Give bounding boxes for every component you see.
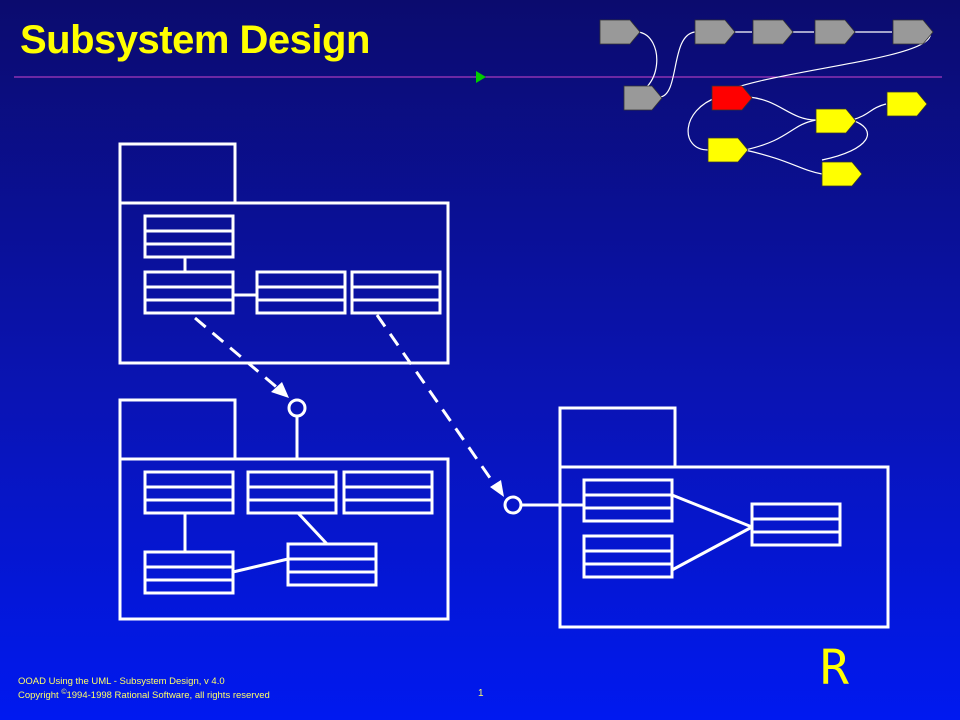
roadmap-node xyxy=(707,137,749,163)
rational-logo: R xyxy=(820,640,849,696)
class-box xyxy=(246,470,338,515)
package-right xyxy=(558,406,890,629)
roadmap-nodes xyxy=(599,19,934,187)
roadmap-node xyxy=(752,19,794,45)
roadmap-node xyxy=(815,108,857,134)
roadmap-node xyxy=(886,91,928,117)
arrowhead-icon xyxy=(271,382,289,398)
class-box xyxy=(342,470,434,515)
roadmap xyxy=(623,31,931,175)
association xyxy=(296,511,329,546)
class-box xyxy=(350,270,442,315)
association xyxy=(671,525,753,572)
interface-lollipop-left xyxy=(287,398,307,459)
package-bottom-left xyxy=(118,398,450,621)
package-right-classes xyxy=(582,478,842,579)
copyright-text: 1994-1998 Rational Software, all rights … xyxy=(66,690,270,702)
class-box xyxy=(750,502,842,547)
page-number: 1 xyxy=(478,688,484,699)
package-bottom-left-classes xyxy=(143,470,434,595)
class-box xyxy=(143,270,235,315)
class-box xyxy=(143,214,235,259)
roadmap-node xyxy=(814,19,856,45)
roadmap-node xyxy=(892,19,934,45)
footer-course: OOAD Using the UML - Subsystem Design, v… xyxy=(18,676,225,687)
roadmap-node xyxy=(623,85,663,111)
package-top-left-classes xyxy=(143,214,442,315)
copyright-prefix: Copyright xyxy=(18,690,62,702)
arrowhead-icon xyxy=(490,480,504,497)
roadmap-node xyxy=(694,19,736,45)
class-box xyxy=(286,542,378,587)
class-box xyxy=(582,478,674,523)
copyright-symbol: © xyxy=(61,689,67,696)
dependency-arrow xyxy=(194,316,281,392)
package-top-left xyxy=(118,142,450,365)
association xyxy=(671,493,753,529)
footer-copyright: Copyright ©1994-1998 Rational Software, … xyxy=(18,689,270,701)
dependency-arrow xyxy=(375,314,499,489)
class-box xyxy=(255,270,347,315)
roadmap-node xyxy=(821,161,863,187)
class-box xyxy=(143,470,235,515)
class-box xyxy=(143,550,235,595)
dependencies xyxy=(194,314,499,489)
dependency-arrowheads xyxy=(271,382,504,497)
association xyxy=(232,557,289,574)
roadmap-node xyxy=(599,19,641,45)
roadmap-node-current xyxy=(711,85,753,111)
interface-lollipop-right xyxy=(503,495,584,515)
class-box xyxy=(582,534,674,579)
page-title: Subsystem Design xyxy=(20,18,370,62)
header-arrow-icon xyxy=(476,71,486,83)
